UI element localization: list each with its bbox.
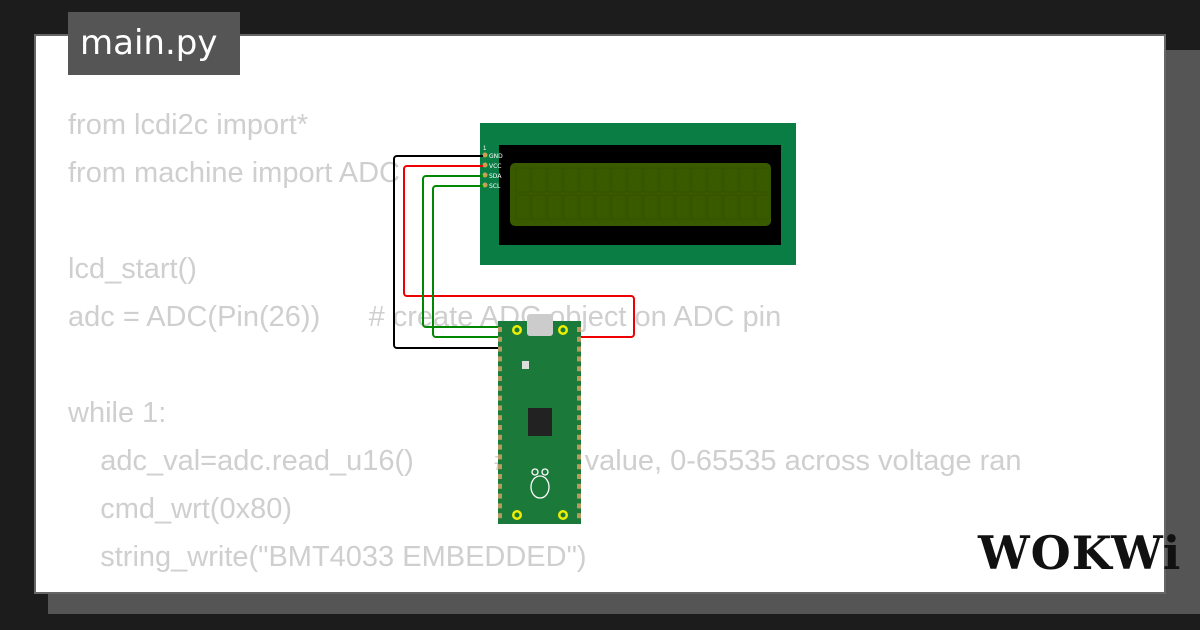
pico-pin-pad [577, 503, 581, 509]
code-line: adc = ADC(Pin(26)) # create ADC object o… [68, 301, 782, 333]
lcd-cell [547, 194, 563, 220]
pico-pin-pad [498, 415, 502, 421]
pico-pin-pad [498, 425, 502, 430]
pico-pin-pad [498, 483, 502, 489]
lcd-cell [595, 194, 611, 220]
pico-pin-pad [498, 513, 502, 519]
lcd-cell [691, 167, 707, 193]
lcd-cell [611, 194, 627, 220]
pico-pin-pad [577, 513, 581, 519]
code-line: string_write(f"{adc_val:5}") [68, 581, 1022, 592]
lcd-cell [739, 167, 755, 193]
lcd-cell [739, 194, 755, 220]
code-line: string_write("BMT4033 EMBEDDED") [68, 541, 587, 573]
pico-pin-pad [577, 434, 581, 440]
pico-pin-pad [577, 415, 581, 421]
lcd-cell [579, 167, 595, 193]
raspberry-logo-icon [530, 468, 550, 499]
lcd-cell [675, 167, 691, 193]
lcd-cell [595, 167, 611, 193]
code-line: lcd_start() [68, 253, 197, 285]
pico-pin-pad [577, 405, 581, 411]
lcd-cell [627, 194, 643, 220]
wokwi-logo: WOKWi [978, 526, 1182, 580]
pin-vcc: VCC [489, 163, 501, 170]
lcd-cell [563, 167, 579, 193]
pico-pin-pad [498, 356, 502, 362]
pico-pin-pad [498, 336, 502, 342]
pico-pin-pad [498, 493, 502, 499]
pico-pin-pad [498, 434, 502, 440]
wire-sda [422, 175, 503, 328]
pico-pin-pad [577, 395, 581, 401]
lcd-cell [643, 194, 659, 220]
pico-pin-pad [577, 356, 581, 362]
pin-index-label: 1 [483, 146, 487, 152]
pin-sda: SDA [489, 173, 502, 180]
lcd-cell [755, 167, 771, 193]
lcd-cell [723, 194, 739, 220]
pico-pin-pad [577, 346, 581, 352]
pico-pin-pad [498, 503, 502, 509]
pico-pin-pad [498, 444, 502, 450]
lcd-cell [531, 167, 547, 193]
code-line: while 1: [68, 397, 167, 429]
file-tab[interactable]: main.py [68, 12, 240, 75]
lcd-cell [627, 167, 643, 193]
pico-pin-pad [498, 395, 502, 401]
pin-gnd: GND [489, 153, 503, 160]
lcd-1602[interactable]: 1 GND VCC SDA SCL [480, 123, 796, 265]
lcd-cell [611, 167, 627, 193]
pin-scl: SCL [489, 183, 501, 190]
pico-pin-pad [498, 327, 502, 332]
pico-pin-pad [498, 366, 502, 372]
pico-pin-pad [577, 336, 581, 342]
pico-pin-pad [577, 464, 581, 470]
lcd-cell [515, 167, 531, 193]
pico-pin-pad [498, 405, 502, 411]
pico-pin-pad [498, 474, 502, 479]
lcd-cell [563, 194, 579, 220]
wire-scl [432, 185, 503, 338]
pico-pin-pad [577, 366, 581, 372]
code-line: cmd_wrt(0x80) [68, 493, 292, 525]
lcd-cell [643, 167, 659, 193]
wire-gnd [393, 155, 503, 349]
lcd-cell [659, 194, 675, 220]
lcd-cell [723, 167, 739, 193]
lcd-cell [659, 167, 675, 193]
lcd-cell [547, 167, 563, 193]
pico-pin-pad [577, 444, 581, 450]
lcd-cell [675, 194, 691, 220]
code-listing: from lcdi2c import* from machine import A… [68, 101, 1022, 592]
lcd-cell [531, 194, 547, 220]
pico-pin-pad [498, 376, 502, 381]
lcd-cell [755, 194, 771, 220]
pico-pin-pad [577, 376, 581, 381]
pico-pin-pad [577, 483, 581, 489]
lcd-cell [515, 194, 531, 220]
pico-pin-pad [577, 425, 581, 430]
pico-pin-pad [577, 474, 581, 479]
wire-vcc [403, 165, 635, 338]
lcd-cell [707, 167, 723, 193]
raspberry-pi-pico[interactable] [498, 314, 581, 524]
pico-pin-pad [577, 385, 581, 391]
pico-pin-pad [498, 464, 502, 470]
lcd-cell [707, 194, 723, 220]
pico-pin-pad [577, 493, 581, 499]
code-line: from machine import ADC [68, 157, 400, 189]
code-line: from lcdi2c import* [68, 109, 309, 141]
pico-pin-pad [577, 454, 581, 460]
pico-pin-pad [577, 327, 581, 332]
pico-pin-pad [498, 454, 502, 460]
lcd-cell [691, 194, 707, 220]
pico-pin-pad [498, 385, 502, 391]
lcd-cell [579, 194, 595, 220]
pico-pin-pad [498, 346, 502, 352]
